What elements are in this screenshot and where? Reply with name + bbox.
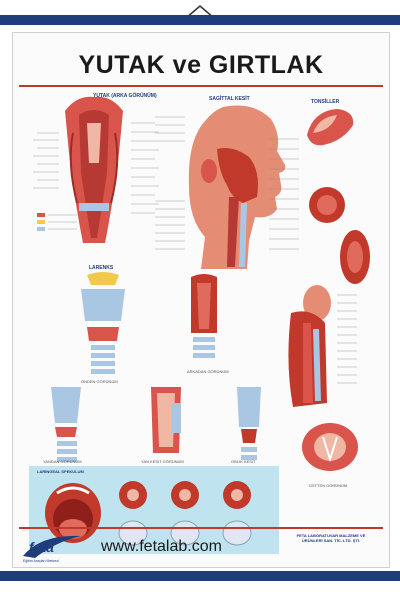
footer-divider — [19, 527, 383, 529]
pharynx-illustration — [65, 96, 123, 244]
yandan-label: YANDAN GÖRÜNÜM — [43, 459, 82, 464]
sagittal-label-lines-right — [269, 138, 299, 250]
hanger-string — [0, 0, 400, 24]
poster: YUTAK ve GIRTLAK YUTAK (ARKA GÖRÜNÜM) — [12, 32, 390, 568]
yan-kesit-label: YAN KESİT GÖRÜNÜM — [141, 459, 184, 464]
sagittal-label: SAGİTTAL KESİT — [209, 96, 250, 102]
pharynx-legend — [37, 213, 77, 231]
poster-title: YUTAK ve GIRTLAK — [78, 51, 324, 79]
website-text: www.fetalab.com — [101, 538, 222, 555]
feta-logo: feta — [23, 535, 81, 558]
hanger-icon — [185, 5, 215, 19]
tonsils-illustration — [307, 109, 370, 284]
neck-label-lines — [337, 294, 357, 384]
company-name: FETA LABORATUVAR MALZEME VE ÜRÜNLERİ SAN… — [279, 533, 383, 543]
larynx-oblique-illustration — [237, 387, 261, 460]
onden-label: ÖNDEN GÖRÜNÜM — [81, 379, 118, 384]
oblik-label: OBLİK KESİT — [231, 459, 256, 464]
sagittal-label-lines-left — [155, 116, 185, 250]
bottom-rod — [0, 571, 400, 581]
title-divider-top — [19, 85, 383, 87]
larenks-label: LARENKS — [89, 265, 114, 271]
larynx-front-illustration — [81, 272, 125, 374]
pharynx-label-lines-left — [33, 132, 59, 189]
yutak-label: YUTAK (ARKA GÖRÜNÜM) — [93, 93, 157, 99]
larynx-side-illustration — [51, 387, 81, 462]
vocal-folds-illustration — [302, 423, 358, 471]
slogan-text: Eğitim Araçları Merkezi — [23, 559, 59, 563]
company-line-1: FETA LABORATUVAR MALZEME VE — [296, 533, 366, 538]
pharynx-label-lines-right — [131, 122, 159, 214]
larynx-back-illustration — [191, 274, 217, 358]
sagittal-head-illustration — [188, 105, 286, 269]
tonsiller-label: TONSİLLER — [311, 99, 340, 105]
neck-muscles-illustration — [288, 285, 331, 407]
vocal-views-row1 — [119, 481, 251, 509]
svg-text:feta: feta — [29, 539, 54, 555]
arkadan-label: ARKADAN GÖRÜNÜM — [187, 369, 229, 374]
larynx-section-illustration — [151, 387, 181, 453]
ustten-label: ÜSTTEN GÖRÜNÜM — [309, 483, 348, 488]
laringeal-label: LARİNGEAL SPEKULUM — [37, 469, 84, 474]
company-line-2: ÜRÜNLERİ SAN. TİC. LTD. ŞTİ. — [301, 538, 361, 543]
top-rod — [0, 15, 400, 25]
